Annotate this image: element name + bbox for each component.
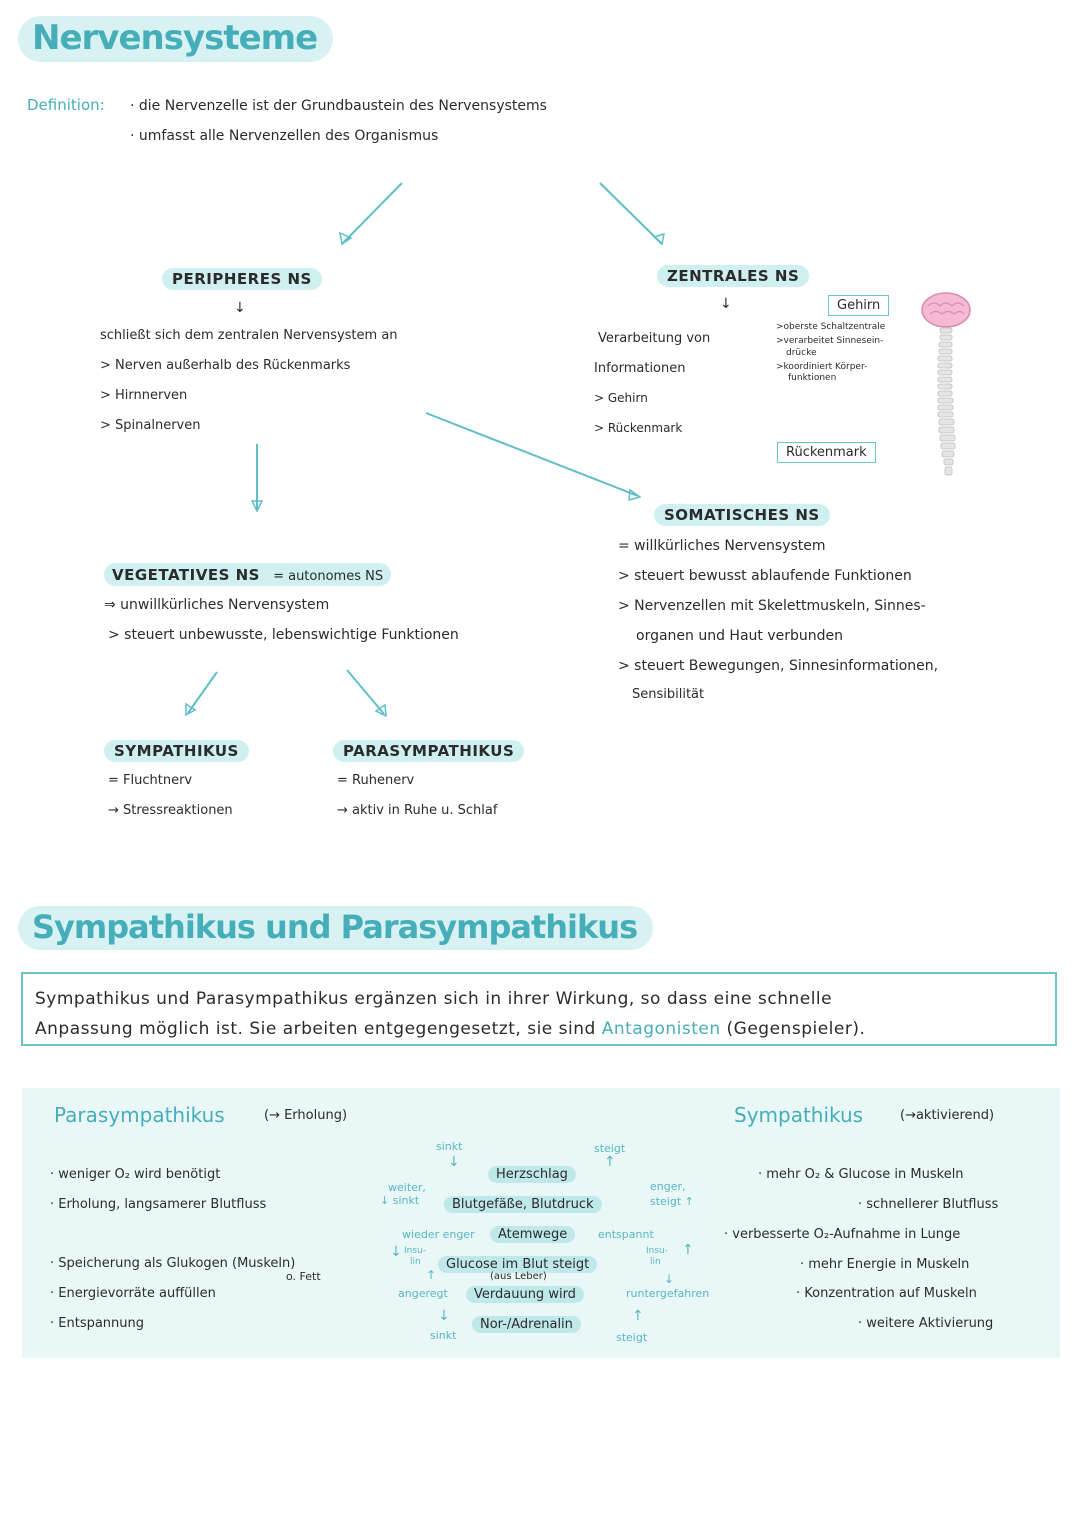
brain-spine-icon — [921, 292, 971, 476]
definition-line-2: · umfasst alle Nervenzellen des Organism… — [130, 128, 439, 144]
comparison-panel — [22, 1088, 1060, 1358]
sym-verdauung-effect: runtergefahren — [626, 1287, 710, 1300]
rueckenmark-box: Rückenmark — [777, 442, 876, 463]
sympathikus-label: SYMPATHIKUS — [104, 740, 249, 762]
arrow-up-icon: ↑ — [426, 1268, 437, 1282]
peripheres-item: > Spinalnerven — [100, 418, 201, 433]
sympathikus-item: = Fluchtnerv — [108, 773, 193, 788]
peripheres-item: > Hirnnerven — [100, 388, 188, 403]
intro-line-1: Sympathikus und Parasympathikus ergänzen… — [35, 989, 833, 1009]
center-glucose-note: (aus Leber) — [490, 1271, 547, 1282]
arrow-up-icon: ↑ — [604, 1154, 616, 1170]
gehirn-note: >verarbeitet Sinnesein- — [776, 336, 884, 346]
para-atem-effect: wieder enger — [402, 1228, 475, 1241]
vegetatives-ns-suffix: = autonomes NS — [273, 569, 384, 584]
para-effect-item: · weniger O₂ wird benötigt — [50, 1167, 221, 1182]
para-verdauung-effect: angeregt — [398, 1287, 448, 1300]
gehirn-note: >oberste Schaltzentrale — [776, 322, 886, 332]
zentrales-item: > Rückenmark — [594, 421, 683, 435]
intro-line-2-end: (Gegenspieler). — [720, 1019, 866, 1039]
section-title: Sympathikus und Parasympathikus — [18, 906, 654, 950]
parasympathikus-label: PARASYMPATHIKUS — [333, 740, 525, 762]
page-title: Nervensysteme — [18, 16, 334, 62]
sympathikus-item: → Stressreaktionen — [108, 803, 233, 818]
definition-label: Definition: — [27, 96, 105, 114]
somatisches-item: organen und Haut verbunden — [636, 628, 844, 644]
center-atemwege: Atemwege — [490, 1226, 576, 1243]
sym-atem-effect: entspannt — [598, 1228, 654, 1241]
sym-effect-item: · schnellerer Blutfluss — [858, 1197, 999, 1212]
gehirn-note: funktionen — [788, 373, 837, 383]
vegetatives-item: ⇒ unwillkürliches Nervensystem — [104, 597, 330, 613]
peripheres-item: schließt sich dem zentralen Nervensystem… — [100, 328, 398, 343]
sym-effect-item: · mehr O₂ & Glucose in Muskeln — [758, 1167, 964, 1182]
peripheres-arrow: ↓ — [234, 300, 246, 316]
center-herzschlag: Herzschlag — [488, 1166, 576, 1183]
peripheres-item: > Nerven außerhalb des Rückenmarks — [100, 358, 351, 373]
intro-line-2: Anpassung möglich ist. Sie arbeiten entg… — [35, 1014, 1043, 1044]
arrow-down-icon: ↓ — [438, 1308, 450, 1324]
para-insulin-effect-2: lin — [410, 1257, 421, 1267]
parasympathikus-title: Parasympathikus — [54, 1103, 225, 1127]
sym-herz-effect: steigt — [594, 1142, 626, 1155]
vegetatives-ns-label: VEGETATIVES NS — [112, 566, 260, 584]
para-effect-item: · Energievorräte auffüllen — [50, 1286, 216, 1301]
sym-effect-item: · weitere Aktivierung — [858, 1316, 994, 1331]
sym-effect-item: · mehr Energie in Muskeln — [800, 1257, 970, 1272]
arrow-down-icon: ↓ — [448, 1154, 460, 1170]
zentrales-item: Informationen — [594, 361, 686, 376]
somatisches-ns-label: SOMATISCHES NS — [654, 504, 830, 526]
para-effect-item: · Erholung, langsamerer Blutfluss — [50, 1197, 267, 1212]
center-glucose: Glucose im Blut steigt — [438, 1256, 598, 1273]
sym-effect-item: · Konzentration auf Muskeln — [796, 1286, 977, 1301]
para-insulin-effect: Insu- — [404, 1246, 426, 1256]
sympathikus-subtitle: (→aktivierend) — [900, 1108, 995, 1123]
vegetatives-ns-header: VEGETATIVES NS = autonomes NS — [104, 563, 392, 586]
para-effect-item: o. Fett — [286, 1270, 321, 1283]
sym-effect-item: · verbesserte O₂-Aufnahme in Lunge — [724, 1227, 961, 1242]
parasympathikus-item: = Ruhenerv — [337, 773, 415, 788]
gehirn-box: Gehirn — [828, 295, 890, 316]
para-effect-item: · Entspannung — [50, 1316, 145, 1331]
sym-blut-effect: enger, — [650, 1180, 686, 1193]
para-blut-effect: weiter, — [388, 1181, 426, 1194]
center-verdauung: Verdauung wird — [466, 1286, 584, 1303]
zentrales-ns-label: ZENTRALES NS — [657, 265, 810, 287]
parasympathikus-item: → aktiv in Ruhe u. Schlaf — [337, 803, 498, 818]
zentrales-item: > Gehirn — [594, 391, 648, 405]
zentrales-item: Verarbeitung von — [598, 331, 711, 346]
sympathikus-title: Sympathikus — [734, 1103, 864, 1127]
para-herz-effect: sinkt — [436, 1140, 463, 1153]
gehirn-note: >koordiniert Körper- — [776, 362, 868, 372]
arrow-up-icon: ↑ — [682, 1242, 694, 1258]
arrow-down-icon: ↓ — [390, 1244, 402, 1260]
somatisches-item: > steuert bewusst ablaufende Funktionen — [618, 568, 912, 584]
antagonisten-term: Antagonisten — [601, 1019, 721, 1039]
sym-blut-effect-2: steigt ↑ — [650, 1195, 694, 1208]
arrow-up-icon: ↑ — [632, 1308, 644, 1324]
parasympathikus-subtitle: (→ Erholung) — [264, 1108, 348, 1123]
sym-insulin-effect-2: lin — [650, 1257, 661, 1267]
sym-adrenalin-effect: steigt — [616, 1331, 648, 1344]
arrow-down-icon: ↓ — [664, 1272, 675, 1286]
intro-box: Sympathikus und Parasympathikus ergänzen… — [21, 972, 1057, 1046]
vegetatives-item: > steuert unbewusste, lebenswichtige Fun… — [108, 627, 459, 643]
zentrales-arrow: ↓ — [720, 296, 732, 312]
center-blutgefaesse: Blutgefäße, Blutdruck — [444, 1196, 602, 1213]
peripheres-ns-label: PERIPHERES NS — [162, 268, 322, 290]
somatisches-item: > steuert Bewegungen, Sinnesinformatione… — [618, 658, 939, 674]
center-adrenalin: Nor-/Adrenalin — [472, 1316, 581, 1333]
definition-line-1: · die Nervenzelle ist der Grundbaustein … — [130, 98, 547, 114]
sym-insulin-effect: Insu- — [646, 1246, 668, 1256]
intro-line-2-text: Anpassung möglich ist. Sie arbeiten entg… — [35, 1019, 602, 1039]
para-effect-item: · Speicherung als Glukogen (Muskeln) — [50, 1256, 296, 1271]
somatisches-item: = willkürliches Nervensystem — [618, 538, 826, 554]
somatisches-item: > Nervenzellen mit Skelettmuskeln, Sinne… — [618, 598, 926, 614]
para-blut-effect-2: ↓ sinkt — [380, 1194, 420, 1207]
para-adrenalin-effect: sinkt — [430, 1329, 457, 1342]
gehirn-note: drücke — [786, 348, 817, 358]
somatisches-item: Sensibilität — [632, 687, 705, 702]
